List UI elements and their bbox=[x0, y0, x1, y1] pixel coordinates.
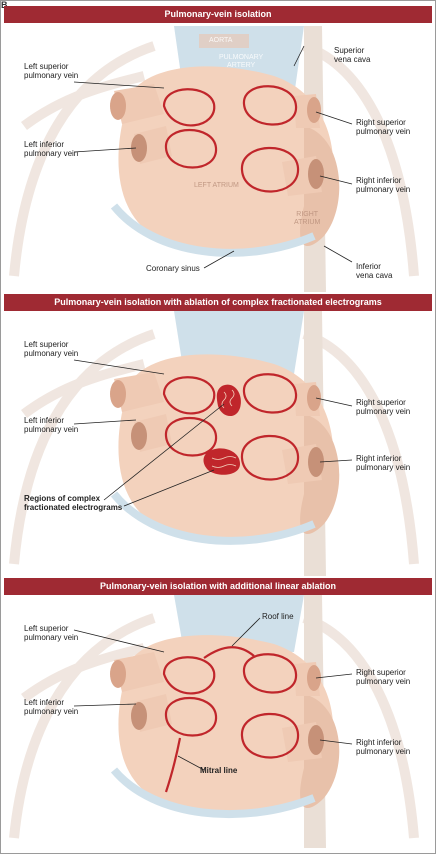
right-atrium-line1: RIGHT bbox=[294, 211, 320, 219]
panel-linear-ablation: Pulmonary-vein isolation with additional… bbox=[4, 578, 432, 848]
cfae-line2: fractionated electrograms bbox=[24, 503, 122, 512]
right-inferior-line1: Right inferior bbox=[356, 176, 410, 185]
right-inferior-line1: Right inferior bbox=[356, 738, 410, 747]
left-inferior-line2: pulmonary vein bbox=[24, 425, 78, 434]
left-inferior-label: Left inferior pulmonary vein bbox=[24, 140, 78, 158]
right-inferior-line2: pulmonary vein bbox=[356, 747, 410, 756]
right-atrium-label: RIGHT ATRIUM bbox=[294, 211, 320, 227]
cfae-regions-label: Regions of complex fractionated electrog… bbox=[24, 494, 122, 512]
pulmonary-artery-line1: PULMONARY bbox=[219, 54, 263, 62]
left-inferior-line1: Left inferior bbox=[24, 140, 78, 149]
mitral-line-label: Mitral line bbox=[200, 766, 237, 775]
right-inferior-line2: pulmonary vein bbox=[356, 185, 410, 194]
left-inferior-line2: pulmonary vein bbox=[24, 707, 78, 716]
panel-title: Pulmonary-vein isolation bbox=[4, 6, 432, 23]
ivc-line1: Inferior bbox=[356, 262, 392, 271]
right-inferior-line1: Right inferior bbox=[356, 454, 410, 463]
left-superior-label: Left superior pulmonary vein bbox=[24, 624, 78, 642]
right-inferior-label: Right inferior pulmonary vein bbox=[356, 176, 410, 194]
left-inferior-line1: Left inferior bbox=[24, 416, 78, 425]
right-superior-line2: pulmonary vein bbox=[356, 407, 410, 416]
right-superior-label: Right superior pulmonary vein bbox=[356, 398, 410, 416]
pulmonary-artery-label: PULMONARY ARTERY bbox=[219, 54, 263, 70]
right-superior-label: Right superior pulmonary vein bbox=[356, 118, 410, 136]
left-superior-line2: pulmonary vein bbox=[24, 633, 78, 642]
left-superior-line2: pulmonary vein bbox=[24, 349, 78, 358]
left-inferior-line1: Left inferior bbox=[24, 698, 78, 707]
panel-title: Pulmonary-vein isolation with ablation o… bbox=[4, 294, 432, 311]
inferior-vena-cava-label: Inferior vena cava bbox=[356, 262, 392, 280]
right-superior-label: Right superior pulmonary vein bbox=[356, 668, 410, 686]
right-superior-line1: Right superior bbox=[356, 118, 410, 127]
roof-line-label: Roof line bbox=[262, 612, 294, 621]
right-superior-line2: pulmonary vein bbox=[356, 677, 410, 686]
cfae-line1: Regions of complex bbox=[24, 494, 122, 503]
right-inferior-label: Right inferior pulmonary vein bbox=[356, 738, 410, 756]
aorta-label: AORTA bbox=[209, 37, 232, 45]
ivc-line2: vena cava bbox=[356, 271, 392, 280]
right-superior-line1: Right superior bbox=[356, 668, 410, 677]
left-atrium-label: LEFT ATRIUM bbox=[194, 182, 239, 190]
right-inferior-line2: pulmonary vein bbox=[356, 463, 410, 472]
left-inferior-label: Left inferior pulmonary vein bbox=[24, 698, 78, 716]
svc-line1: Superior bbox=[334, 46, 370, 55]
left-inferior-line2: pulmonary vein bbox=[24, 149, 78, 158]
left-superior-line1: Left superior bbox=[24, 62, 78, 71]
left-superior-label: Left superior pulmonary vein bbox=[24, 340, 78, 358]
right-superior-line2: pulmonary vein bbox=[356, 127, 410, 136]
left-superior-label: Left superior pulmonary vein bbox=[24, 62, 78, 80]
panel-cfae-ablation: Pulmonary-vein isolation with ablation o… bbox=[4, 294, 432, 576]
left-superior-line1: Left superior bbox=[24, 340, 78, 349]
right-inferior-label: Right inferior pulmonary vein bbox=[356, 454, 410, 472]
coronary-sinus-label: Coronary sinus bbox=[146, 264, 200, 273]
superior-vena-cava-label: Superior vena cava bbox=[334, 46, 370, 64]
panel-title: Pulmonary-vein isolation with additional… bbox=[4, 578, 432, 595]
svc-line2: vena cava bbox=[334, 55, 370, 64]
heart-illustration bbox=[4, 294, 432, 576]
left-inferior-label: Left inferior pulmonary vein bbox=[24, 416, 78, 434]
right-atrium-line2: ATRIUM bbox=[294, 219, 320, 227]
panel-pulmonary-vein-isolation: Pulmonary-vein isolation AORTA PULMONARY… bbox=[4, 6, 432, 292]
left-superior-line2: pulmonary vein bbox=[24, 71, 78, 80]
right-superior-line1: Right superior bbox=[356, 398, 410, 407]
pulmonary-artery-line2: ARTERY bbox=[219, 62, 263, 70]
left-superior-line1: Left superior bbox=[24, 624, 78, 633]
